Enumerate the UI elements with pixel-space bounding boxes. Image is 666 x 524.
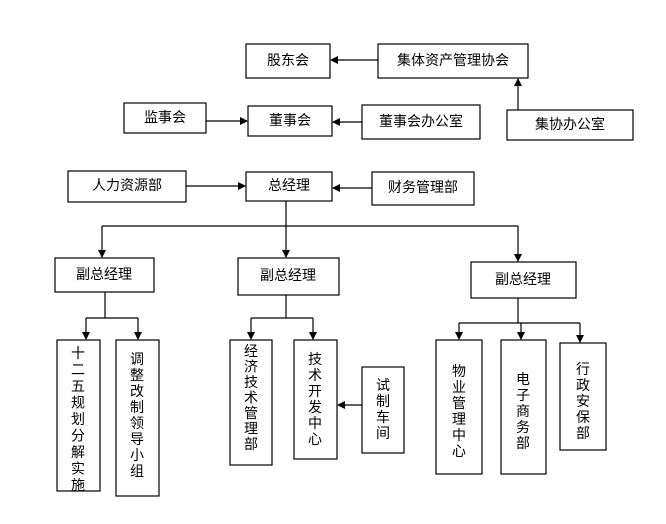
node-tiaozheng: 调整改制领导小组 (115, 339, 160, 497)
node-dongban-label: 董事会办公室 (379, 113, 463, 130)
node-fu2: 副总经理 (237, 257, 340, 296)
node-gudonghui-label: 股东会 (267, 53, 309, 69)
node-zongjingli-label: 总经理 (268, 178, 310, 194)
node-renli-label: 人力资源部 (92, 178, 162, 194)
node-jingji-label: 经济技术管理部 (244, 344, 258, 453)
connectors (82, 56, 584, 409)
node-wuye: 物业管理中心 (435, 339, 483, 475)
node-jishu: 技术开发中心 (293, 339, 338, 460)
node-fu2-label: 副总经理 (260, 268, 316, 284)
node-dongshi-label: 董事会 (269, 113, 311, 129)
node-tiaozheng-label: 调整改制领导小组 (130, 352, 144, 480)
node-xingzheng-label: 行政安保部 (576, 362, 590, 442)
node-shizhi: 试制车间 (361, 366, 405, 454)
node-jianshi-label: 监事会 (144, 110, 186, 126)
node-jianshi: 监事会 (123, 102, 207, 134)
node-jingji: 经济技术管理部 (229, 339, 273, 466)
node-xingzheng: 行政安保部 (559, 342, 607, 451)
node-fu1: 副总经理 (54, 257, 155, 293)
node-shizhi-label: 试制车间 (376, 378, 390, 442)
node-dianzi-label: 电子商务部 (516, 372, 530, 452)
node-jiti: 集体资产管理协会 (377, 43, 529, 79)
node-renli: 人力资源部 (67, 170, 187, 203)
node-fu1-label: 副总经理 (76, 267, 132, 283)
node-dianzi: 电子商务部 (500, 339, 547, 475)
node-jishu-label: 技术开发中心 (308, 352, 322, 448)
node-shierwu-label: 十二五规划分解实施 (71, 346, 85, 494)
node-jixie-label: 集协办公室 (535, 116, 605, 133)
node-dongban: 董事会办公室 (361, 104, 481, 140)
node-caiwu: 财务管理部 (371, 171, 475, 206)
branch-zongjingli (102, 201, 518, 227)
node-jiti-label: 集体资产管理协会 (397, 52, 509, 69)
node-jixie: 集协办公室 (506, 109, 634, 141)
node-shierwu: 十二五规划分解实施 (56, 339, 101, 494)
branch-fu3 (459, 298, 580, 324)
node-dongshi: 董事会 (247, 105, 333, 137)
node-gudonghui: 股东会 (245, 43, 331, 79)
branch-fu2 (251, 295, 313, 319)
node-zongjingli: 总经理 (245, 171, 333, 202)
node-fu3: 副总经理 (470, 261, 577, 299)
node-caiwu-label: 财务管理部 (388, 180, 458, 196)
branch-fu1 (86, 292, 138, 319)
node-fu3-label: 副总经理 (495, 272, 551, 288)
node-wuye-label: 物业管理中心 (452, 364, 466, 460)
